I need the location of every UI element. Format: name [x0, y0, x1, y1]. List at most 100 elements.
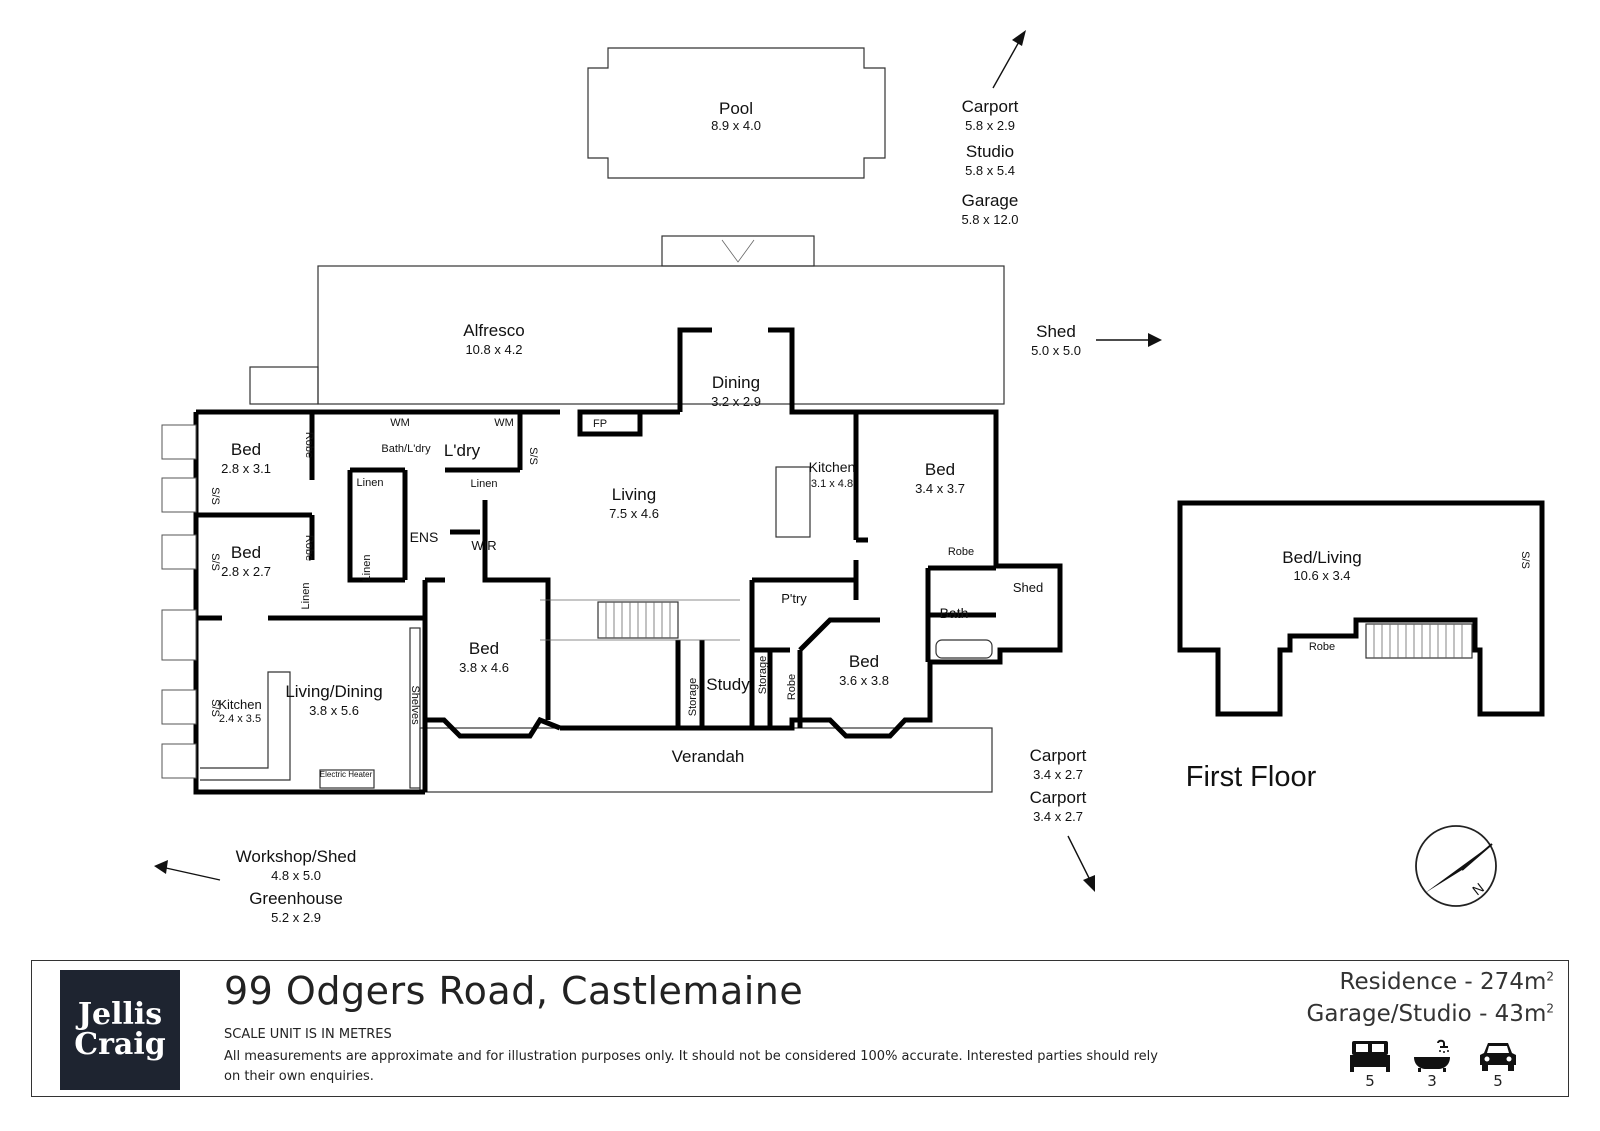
living-dim: 7.5 x 4.6: [609, 506, 659, 521]
bed4-name: Bed: [469, 639, 499, 658]
living-dining-name: Living/Dining: [285, 682, 382, 701]
electric-heater-label: Electric Heater: [320, 770, 373, 779]
bed3-dim: 3.4 x 3.7: [915, 481, 965, 496]
outbuildings-bottom: Carport 3.4 x 2.7 Carport 3.4 x 2.7 Work…: [154, 746, 1095, 925]
dining-name: Dining: [712, 373, 760, 392]
cars-feature: 5: [1470, 1039, 1526, 1095]
bed-living-dim: 10.6 x 3.4: [1293, 568, 1350, 583]
studio-name: Studio: [966, 142, 1014, 161]
beds-feature: 5: [1342, 1039, 1398, 1095]
residence-area-unit: 2: [1546, 969, 1554, 984]
bath-label: Bath: [940, 605, 969, 621]
workshop-name: Workshop/Shed: [236, 847, 357, 866]
robe-label-first-floor: Robe: [1309, 641, 1335, 653]
shed-label: Shed: [1013, 580, 1043, 595]
car-icon: [1480, 1043, 1516, 1071]
ss-label-bed2: S/S: [209, 553, 221, 571]
living-dining-dim: 3.8 x 5.6: [309, 703, 359, 718]
greenhouse-dim: 5.2 x 2.9: [271, 910, 321, 925]
storage-label-1: Storage: [687, 678, 699, 717]
carport2-name: Carport: [1030, 746, 1087, 765]
property-address: 99 Odgers Road, Castlemaine: [224, 969, 804, 1013]
bed2-dim: 2.8 x 2.7: [221, 564, 271, 579]
greenhouse-name: Greenhouse: [249, 889, 343, 908]
residence-area-text: Residence - 274m: [1339, 969, 1547, 995]
first-floor: Bed/Living 10.6 x 3.4 Robe S/S First Flo…: [1177, 500, 1545, 793]
bed5-name: Bed: [849, 652, 879, 671]
study-label: Study: [706, 675, 750, 694]
alfresco: Alfresco 10.8 x 4.2: [249, 235, 1005, 405]
ldry-label: L'dry: [444, 441, 481, 460]
windows: [161, 424, 740, 779]
ptry-label: P'try: [781, 591, 807, 606]
garage-studio-area-unit: 2: [1546, 1001, 1554, 1016]
shelves-label: Shelves: [409, 685, 421, 725]
shed-top-dim: 5.0 x 5.0: [1031, 343, 1081, 358]
first-floor-label: First Floor: [1186, 761, 1317, 793]
living-name: Living: [612, 485, 656, 504]
ens-label: ENS: [410, 529, 439, 545]
logo-line1: Jellis: [77, 997, 163, 1032]
fp-label: FP: [593, 418, 607, 430]
kitchen-name: Kitchen: [809, 459, 856, 475]
robe-label-bed5: Robe: [786, 674, 798, 700]
electric-heater-box: [319, 769, 375, 789]
bed-icon: [1350, 1041, 1390, 1072]
shelves-box: [409, 627, 421, 789]
garage-studio-area-text: Garage/Studio - 43m: [1306, 1001, 1547, 1027]
linen-label-2: Linen: [357, 477, 384, 489]
garage-dim: 5.8 x 12.0: [961, 212, 1018, 227]
wm-label-1: WM: [390, 417, 410, 429]
scale-note: SCALE UNIT IS IN METRES: [224, 1027, 392, 1042]
storage-label-2: Storage: [757, 656, 769, 695]
stairs: [597, 601, 679, 639]
shed-top-name: Shed: [1036, 322, 1076, 341]
ss-label-first-floor: S/S: [1519, 551, 1531, 569]
garage-name: Garage: [962, 191, 1019, 210]
residence-area: Residence - 274m2: [1340, 969, 1554, 995]
cars-count: 5: [1493, 1072, 1503, 1090]
carport3-name: Carport: [1030, 788, 1087, 807]
bed3-name: Bed: [925, 460, 955, 479]
pool-dim: 8.9 x 4.0: [711, 118, 761, 133]
robe-label-bed1: Robe: [303, 432, 315, 458]
linen-label-1: Linen: [471, 478, 498, 490]
pool-name: Pool: [719, 99, 753, 118]
bed1-dim: 2.8 x 3.1: [221, 461, 271, 476]
workshop-dim: 4.8 x 5.0: [271, 868, 321, 883]
compass-icon: N: [1415, 825, 1497, 907]
carport3-dim: 3.4 x 2.7: [1033, 809, 1083, 824]
bed-living-name: Bed/Living: [1282, 548, 1361, 567]
linen-label-3: Linen: [300, 583, 312, 610]
robe-label-bed2: Robe: [303, 535, 315, 561]
outbuildings-top: Carport 5.8 x 2.9 Studio 5.8 x 5.4 Garag…: [961, 30, 1162, 358]
compass-n-label: N: [1469, 880, 1487, 899]
bath-ldry-label: Bath/L'dry: [381, 443, 431, 455]
wir-label: WIR: [471, 538, 496, 553]
logo-line2: Craig: [74, 1027, 166, 1062]
carport1-name: Carport: [962, 97, 1019, 116]
ss-label-kitchen2: S/S: [209, 699, 221, 717]
alfresco-name: Alfresco: [463, 321, 524, 340]
carport2-dim: 3.4 x 2.7: [1033, 767, 1083, 782]
baths-count: 3: [1427, 1072, 1437, 1090]
house-walls: [193, 327, 1063, 795]
room-labels: Bed 2.8 x 3.1 Bed 2.8 x 2.7 Dining 3.2 x…: [209, 373, 1043, 779]
kitchen2-counter: [200, 671, 291, 781]
kitchen-island: [775, 466, 811, 538]
bed1-name: Bed: [231, 440, 261, 459]
footer-info-box: Jellis Craig 99 Odgers Road, Castlemaine…: [31, 960, 1569, 1097]
wm-label-2: WM: [494, 417, 514, 429]
studio-dim: 5.8 x 5.4: [965, 163, 1015, 178]
pool: Pool 8.9 x 4.0: [587, 47, 886, 179]
verandah-label: Verandah: [672, 747, 745, 766]
linen-label-4: Linen: [361, 555, 373, 582]
bath-icon: [1414, 1039, 1450, 1072]
alfresco-dim: 10.8 x 4.2: [465, 342, 522, 357]
bed4-dim: 3.8 x 4.6: [459, 660, 509, 675]
brand-logo: Jellis Craig: [60, 970, 180, 1090]
ss-label-ldry: S/S: [527, 447, 539, 465]
disclaimer: All measurements are approximate and for…: [224, 1049, 1158, 1084]
baths-feature: 3: [1404, 1039, 1460, 1095]
